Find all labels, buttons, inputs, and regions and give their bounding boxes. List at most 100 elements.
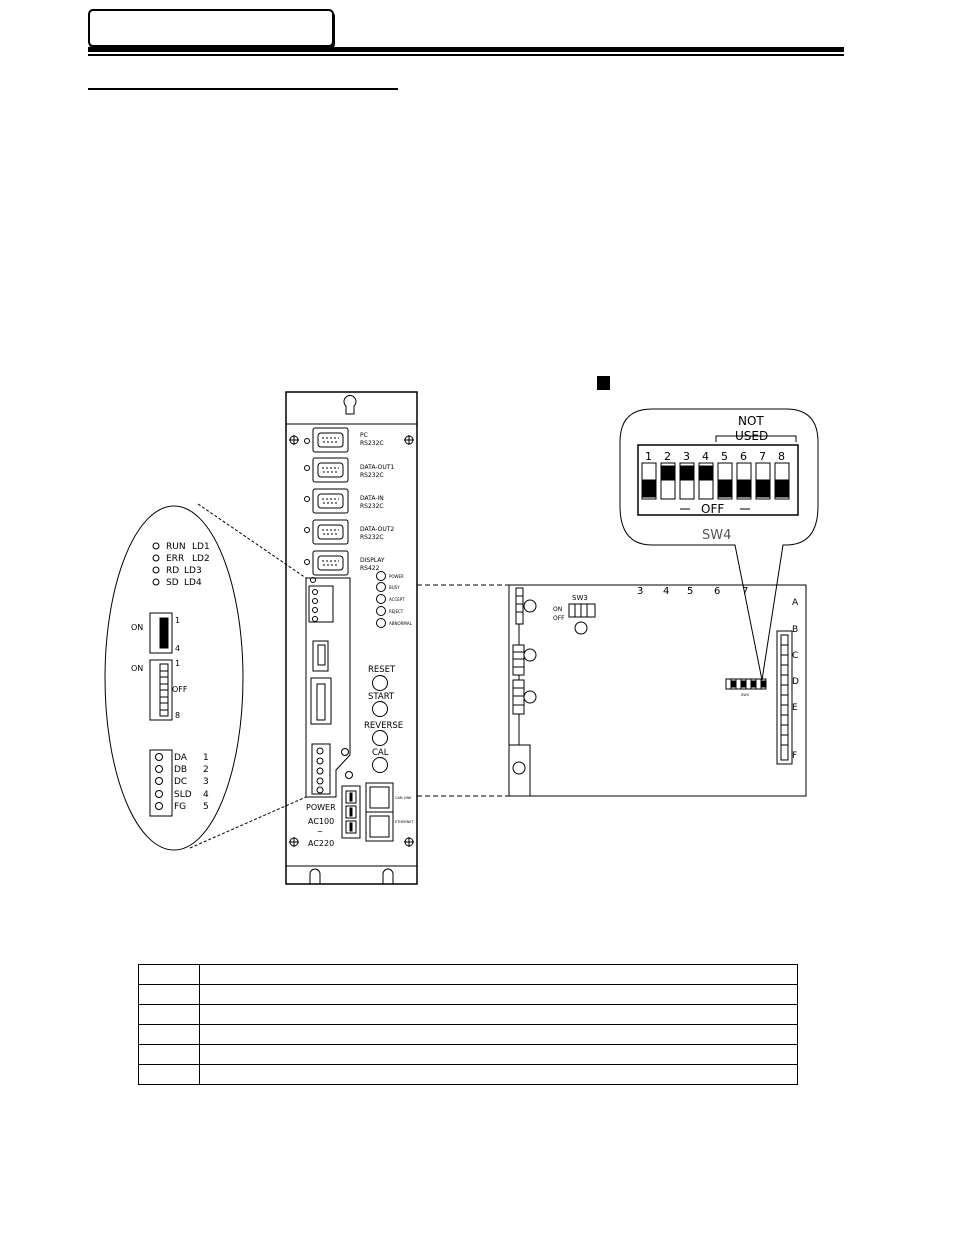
not-used-label: USED [735, 429, 768, 443]
connector-label: DATA-OUT2 [360, 526, 394, 533]
terminal-name: FG [174, 802, 186, 812]
sw4-name-label: SW4 [702, 528, 731, 543]
can-link-label: CAN LINK [395, 796, 412, 800]
power-range-low: AC100 [308, 817, 334, 826]
terminal-block [149, 749, 173, 817]
reverse-button[interactable] [372, 730, 388, 746]
reset-button[interactable] [372, 675, 388, 691]
reset-label: RESET [368, 665, 396, 675]
terminal-num: 5 [203, 802, 209, 812]
sw4-switch-7 [755, 462, 771, 500]
sw4-switch-4 [698, 462, 714, 500]
connector-label: PC [360, 432, 368, 439]
switch-a-on-label: ON [131, 623, 143, 632]
board-row-label: E [792, 703, 798, 713]
table-row [138, 964, 798, 985]
sw3-on-label: ON [553, 606, 562, 613]
sw4-small-label: SW4 [741, 693, 750, 697]
led-ref: LD1 [192, 542, 210, 552]
connector-data-in [304, 488, 349, 514]
connector-display [304, 550, 349, 576]
led-err-icon [152, 554, 160, 562]
power-connector [341, 785, 361, 839]
ethernet-connector [365, 811, 394, 842]
mounting-keyhole-icon [343, 395, 357, 415]
table-row [138, 1064, 798, 1085]
connector-label: RS422 [360, 565, 380, 572]
connector-label: DISPLAY [360, 557, 385, 564]
led-run-icon [152, 542, 160, 550]
terminal-name: DB [174, 765, 187, 775]
table-row [138, 984, 798, 1005]
start-label: START [368, 692, 395, 702]
led-ref: LD4 [184, 578, 202, 588]
terminal-num: 2 [203, 765, 209, 775]
status-led-label: ACCEPT [389, 597, 405, 602]
board-column-label: 7 [742, 586, 748, 597]
can-link-connector [365, 782, 394, 813]
screw-icon [289, 837, 299, 847]
section-heading-underline [88, 88, 398, 90]
led-name: RUN [166, 542, 186, 552]
led-power [376, 571, 386, 581]
sw4-number: 5 [721, 450, 728, 463]
led-accept [376, 594, 386, 604]
dip-switch-4 [149, 612, 173, 654]
start-button[interactable] [372, 701, 388, 717]
led-sd-icon [152, 578, 160, 586]
board-column-label: 4 [663, 586, 669, 597]
sw4-callout [619, 408, 819, 681]
led-name: SD [166, 578, 179, 588]
board-row-label: F [792, 751, 797, 761]
table-row [138, 1024, 798, 1045]
status-led-label: POWER [389, 574, 404, 579]
status-led-label: REJECT [389, 609, 404, 614]
board-column-label: 3 [637, 586, 643, 597]
connector-label: RS232C [360, 503, 384, 510]
connector-pc [304, 427, 349, 453]
status-led-label: BUSY [389, 585, 400, 590]
sw4-number: 7 [759, 450, 766, 463]
sw4-number: 3 [683, 450, 690, 463]
terminal-name: SLD [174, 790, 192, 800]
reverse-label: REVERSE [364, 721, 403, 731]
terminal-num: 4 [203, 790, 209, 800]
cal-label: CAL [372, 748, 389, 758]
switch-b-bottom-label: 8 [175, 711, 180, 720]
board-row-label: B [792, 625, 798, 635]
board-column-label: 5 [687, 586, 693, 597]
sw4-off-label: OFF [701, 502, 724, 516]
connector-data-out1 [304, 457, 349, 483]
sw4-number: 8 [778, 450, 785, 463]
cal-button[interactable] [372, 757, 388, 773]
led-reject [376, 606, 386, 616]
switch-a-bottom-label: 4 [175, 644, 180, 653]
sw4-number: 4 [702, 450, 709, 463]
sw4-number: 1 [645, 450, 652, 463]
table-row [138, 1044, 798, 1065]
specification-table [138, 964, 798, 1085]
led-ref: LD3 [184, 566, 202, 576]
table-row [138, 1004, 798, 1025]
sw4-number: 6 [740, 450, 747, 463]
sw3-label: SW3 [572, 594, 588, 602]
switch-b-off-label: OFF [172, 685, 188, 694]
connector-label: DATA-OUT1 [360, 464, 394, 471]
main-board [417, 584, 807, 797]
terminal-name: DA [174, 753, 188, 763]
screw-icon [404, 837, 414, 847]
sw4-switch-6 [736, 462, 752, 500]
sw4-switch-5 [717, 462, 733, 500]
led-rd-icon [152, 566, 160, 574]
connector-label: RS232C [360, 440, 384, 447]
sw4-number: 2 [664, 450, 671, 463]
screw-icon [404, 435, 414, 445]
status-led-label: ABNORMAL [389, 621, 413, 626]
power-range-sep: ~ [317, 828, 323, 836]
sw3-switch [568, 603, 596, 635]
sw3-off-label: OFF [553, 615, 565, 622]
led-ref: LD2 [192, 554, 210, 564]
switch-b-top-label: 1 [175, 659, 180, 668]
board-row-label: D [792, 677, 799, 687]
